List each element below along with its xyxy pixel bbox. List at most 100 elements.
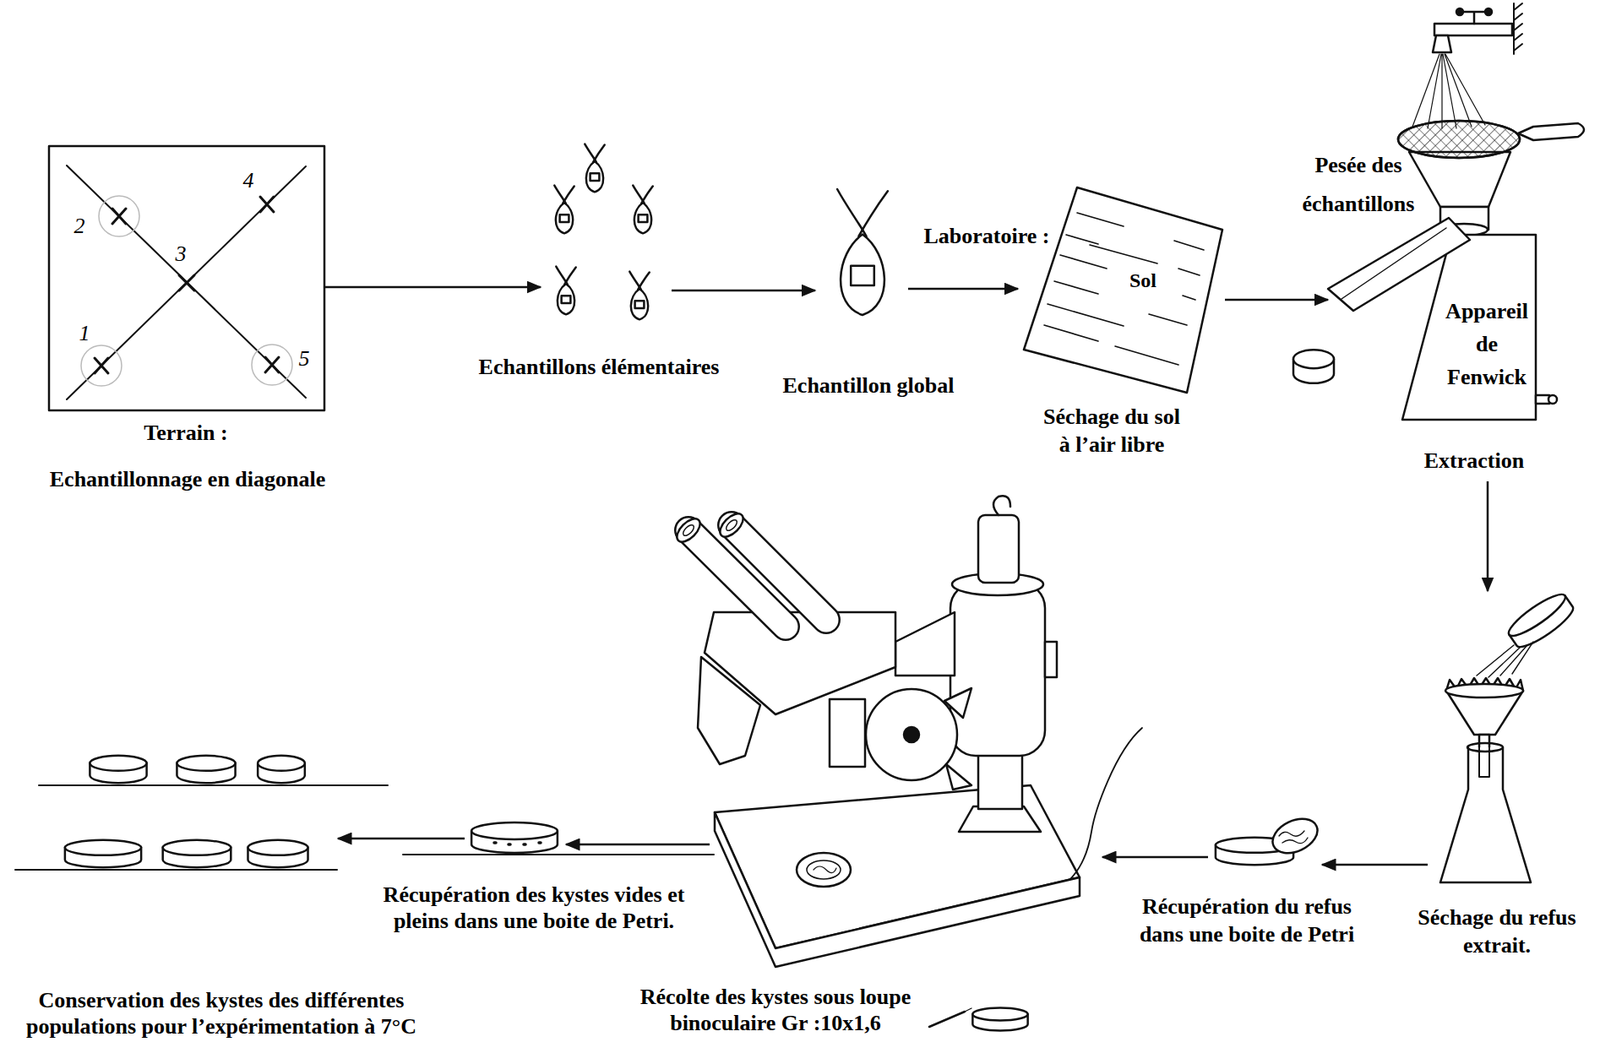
storage-shelf bbox=[65, 840, 142, 868]
tilted-dish bbox=[1504, 588, 1579, 654]
tilted-dish bbox=[1504, 588, 1579, 654]
step-caption: Séchage du sol à l’air libre bbox=[1039, 403, 1185, 459]
conical-flask bbox=[1467, 743, 1503, 752]
soil-sheet bbox=[1044, 212, 1204, 365]
water-tap bbox=[1485, 8, 1492, 16]
refus-petri-dish: Récupération du refus dans une boite de … bbox=[1208, 823, 1323, 875]
eyepiece-tube bbox=[716, 510, 748, 542]
water-tap bbox=[1434, 23, 1513, 36]
microscope-pillar bbox=[993, 495, 1011, 516]
refus-dish bbox=[1278, 831, 1308, 844]
overflow-chute bbox=[1327, 217, 1470, 311]
eyepiece-tube bbox=[673, 510, 827, 627]
edge-label: Laboratoire : bbox=[920, 223, 1054, 251]
sample-bag bbox=[554, 144, 653, 321]
microscope-head bbox=[865, 689, 958, 781]
storage-shelf bbox=[89, 756, 147, 784]
fenwick-base bbox=[1535, 395, 1550, 404]
eyepiece-tube bbox=[673, 515, 705, 547]
sample-bag bbox=[629, 272, 649, 321]
water-tap bbox=[1513, 3, 1523, 55]
soil-sheet bbox=[1023, 187, 1223, 393]
microscope-base bbox=[714, 812, 1080, 968]
water-tap bbox=[1459, 11, 1489, 24]
dissecting-tools bbox=[929, 1008, 1029, 1032]
storage-shelf bbox=[15, 869, 338, 871]
microscope-pillar bbox=[1044, 642, 1057, 678]
eyepiece-tube bbox=[724, 518, 740, 534]
sample-bag bbox=[554, 185, 574, 235]
microscope-head bbox=[895, 612, 955, 676]
eyepiece-tube bbox=[681, 523, 697, 539]
microscope-base bbox=[796, 853, 851, 888]
storage-shelf bbox=[247, 840, 308, 868]
pouring-stream bbox=[1476, 642, 1534, 678]
storage-shelves: Conservation des kystes des différentes … bbox=[15, 743, 338, 875]
cyst-dish bbox=[402, 854, 714, 856]
field-square bbox=[48, 146, 325, 411]
sampling-point bbox=[112, 208, 126, 224]
callout-number: 2 bbox=[66, 212, 93, 241]
weighing-cup bbox=[1293, 349, 1334, 384]
step-caption: Conservation des kystes des différentes … bbox=[22, 987, 420, 1040]
microscope-base bbox=[806, 860, 841, 880]
step-caption: Récolte des kystes sous loupe binoculair… bbox=[639, 984, 912, 1037]
flow-arrow bbox=[324, 286, 541, 289]
conical-flask bbox=[1440, 747, 1531, 883]
sampling-point bbox=[94, 196, 279, 374]
sampling-ring bbox=[81, 345, 122, 387]
drying-sheet: SolSéchage du sol à l’air libre bbox=[1017, 181, 1225, 396]
water-tap bbox=[1432, 3, 1523, 55]
field-square bbox=[66, 165, 306, 398]
sieve bbox=[1398, 120, 1520, 158]
step-heading: Terrain : bbox=[33, 419, 338, 448]
field-square bbox=[66, 166, 306, 400]
sample-bag bbox=[632, 185, 653, 235]
microscope-head bbox=[903, 727, 920, 743]
conical-flask bbox=[1440, 743, 1531, 883]
field-plot: Terrain :Echantillonnage en diagonale bbox=[48, 146, 325, 411]
weighing-cup bbox=[1293, 349, 1334, 384]
eyepiece-tube bbox=[731, 525, 827, 621]
callout-number: 4 bbox=[235, 167, 262, 196]
storage-shelf bbox=[176, 756, 235, 784]
step-note: Pesée des échantillons bbox=[1295, 146, 1422, 224]
microscope-pillar bbox=[958, 806, 1041, 833]
refus-dish bbox=[1267, 812, 1323, 860]
sampling-point bbox=[94, 358, 109, 374]
flow-arrow bbox=[671, 289, 816, 293]
drying-flask: Séchage du refus extrait. bbox=[1427, 591, 1580, 896]
callout-number: 3 bbox=[168, 240, 194, 269]
microscope-head bbox=[829, 699, 866, 768]
sieve bbox=[1398, 120, 1584, 158]
step-caption: Séchage du refus extrait. bbox=[1413, 904, 1581, 960]
sampling-ring bbox=[81, 195, 293, 387]
flow-arrow bbox=[1102, 856, 1209, 860]
sampling-ring bbox=[251, 344, 293, 386]
refus-dish bbox=[1215, 812, 1323, 866]
storage-shelf bbox=[15, 756, 388, 871]
funnel bbox=[1409, 152, 1511, 207]
flow-arrow bbox=[1486, 481, 1490, 592]
flow-arrow bbox=[1322, 864, 1428, 867]
fenwick-apparatus: Appareil de FenwickExtraction bbox=[1327, 16, 1584, 482]
sample-bag bbox=[555, 266, 576, 316]
step-caption: Echantillon global bbox=[771, 372, 966, 401]
callout-number: 5 bbox=[291, 345, 317, 374]
dissecting-tools bbox=[964, 1008, 972, 1013]
dissecting-tools bbox=[972, 1008, 1028, 1032]
sampling-ring bbox=[98, 195, 140, 237]
cyst-dish bbox=[494, 843, 541, 845]
microscope-pillar bbox=[978, 750, 1023, 810]
conical-flask bbox=[1479, 747, 1490, 778]
field-square bbox=[48, 146, 325, 411]
dissecting-tools bbox=[929, 1012, 965, 1028]
pouring-stream bbox=[1476, 642, 1534, 678]
fenwick-base bbox=[1548, 395, 1557, 404]
flow-arrow bbox=[908, 288, 1018, 291]
microscope-base bbox=[813, 866, 837, 874]
microscope-head bbox=[697, 612, 972, 790]
microscope-head bbox=[697, 657, 761, 765]
sampling-point bbox=[260, 196, 274, 213]
